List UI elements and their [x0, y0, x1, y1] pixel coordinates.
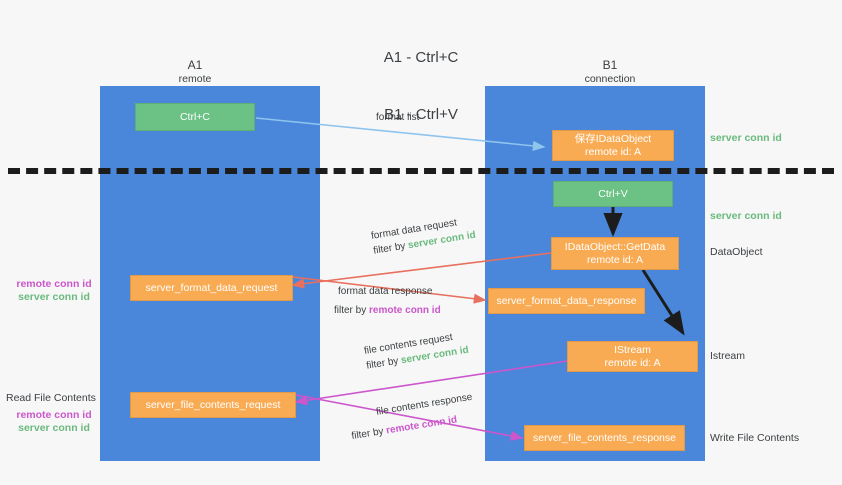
annotation-format-remote-conn-id: remote conn id	[16, 278, 92, 290]
annotation-group-file: Read File Contents remote conn id server…	[6, 392, 102, 435]
file-contents-response-highlight: remote conn id	[385, 414, 458, 437]
node-istream-line2: remote id: A	[604, 356, 661, 369]
dashed-divider	[8, 168, 834, 174]
title-line-1: A1 - Ctrl+C	[383, 49, 459, 66]
node-server-format-data-response[interactable]: server_format_data_response	[488, 288, 645, 314]
node-getdata-line2: remote id: A	[586, 253, 644, 266]
annotation-write-file-contents: Write File Contents	[710, 432, 800, 444]
format-data-request-prefix: filter by	[372, 240, 409, 257]
file-contents-response-prefix: filter by	[350, 425, 388, 442]
format-data-response-prefix: filter by	[334, 305, 370, 316]
edge-label-format-data-response-line2: filter by remote conn id	[334, 303, 441, 318]
node-idataobject-line1: 保存IDataObject	[574, 133, 652, 145]
annotation-read-file-contents: Read File Contents	[6, 392, 96, 404]
node-server-file-contents-request-label: server_file_contents_request	[145, 398, 281, 411]
node-ctrl-c[interactable]: Ctrl+C	[135, 103, 255, 131]
node-istream[interactable]: IStream remote id: A	[567, 341, 698, 372]
node-server-format-data-response-label: server_format_data_response	[496, 294, 637, 307]
node-server-file-contents-request[interactable]: server_file_contents_request	[130, 392, 296, 418]
annotation-server-conn-id-top: server conn id	[710, 132, 782, 144]
edge-label-format-list: format list	[376, 110, 419, 125]
node-server-file-contents-response-label: server_file_contents_response	[532, 431, 676, 444]
node-idataobject-getdata[interactable]: IDataObject::GetData remote id: A	[551, 237, 679, 270]
annotation-format-server-conn-id: server conn id	[18, 291, 90, 303]
annotation-group-format: remote conn id server conn id	[10, 278, 98, 304]
column-header-b1: B1 connection	[535, 58, 685, 86]
column-b1-sub: connection	[584, 73, 636, 85]
edge-label-file-contents-request: file contents request filter by server c…	[363, 328, 470, 374]
annotation-file-remote-conn-id: remote conn id	[16, 409, 92, 421]
edge-label-format-data-response-line1: format data response	[338, 286, 433, 297]
column-a1-sub: remote	[178, 73, 212, 85]
node-ctrl-v[interactable]: Ctrl+V	[553, 181, 673, 207]
node-idataobject-line2: remote id: A	[584, 145, 642, 158]
node-server-format-data-request-label: server_format_data_request	[145, 281, 278, 294]
node-getdata-line1: IDataObject::GetData	[564, 241, 666, 253]
node-istream-line1: IStream	[614, 344, 651, 356]
node-server-file-contents-response[interactable]: server_file_contents_response	[524, 425, 685, 451]
column-b1-name: B1	[602, 58, 618, 72]
node-ctrl-v-label: Ctrl+V	[598, 187, 628, 200]
annotation-dataobject: DataObject	[710, 246, 763, 258]
node-idataobject[interactable]: 保存IDataObject remote id: A	[552, 130, 674, 161]
annotation-file-server-conn-id: server conn id	[18, 422, 90, 434]
node-ctrl-c-label: Ctrl+C	[179, 110, 211, 123]
annotation-server-conn-id-mid: server conn id	[710, 210, 782, 222]
column-header-a1: A1 remote	[120, 58, 270, 86]
column-a1-name: A1	[187, 58, 203, 72]
file-contents-request-prefix: filter by	[365, 355, 402, 372]
edge-label-format-data-response: format data response filter by remote co…	[334, 284, 441, 318]
edge-label-format-list-text: format list	[376, 112, 420, 123]
annotation-istream: Istream	[710, 350, 746, 362]
edge-label-format-data-request: format data request filter by server con…	[370, 213, 477, 259]
edge-label-file-contents-response: file contents response filter by remote …	[351, 390, 477, 442]
node-server-format-data-request[interactable]: server_format_data_request	[130, 275, 293, 301]
edge-label-file-contents-response-line2: filter by remote conn id	[350, 410, 476, 444]
format-data-response-highlight: remote conn id	[369, 305, 441, 316]
